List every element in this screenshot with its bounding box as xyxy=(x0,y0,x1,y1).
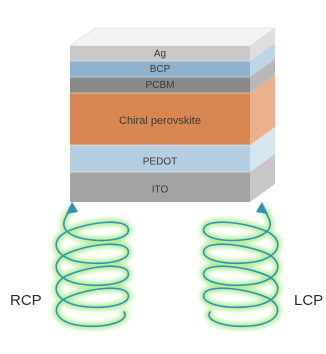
layer-perovskite-front xyxy=(70,93,250,145)
rcp-arrow-icon xyxy=(66,202,78,214)
stack-top-face xyxy=(69,27,276,47)
layer-ito-side xyxy=(250,154,275,202)
rcp-helix-line xyxy=(55,207,130,328)
layer-ag-side xyxy=(250,28,275,61)
layer-pcbm: PCBM xyxy=(70,59,275,93)
rcp-helix xyxy=(52,202,132,330)
layer-bcp: BCP xyxy=(70,43,275,77)
rcp-label: RCP xyxy=(10,292,42,309)
lcp-helix xyxy=(200,202,282,330)
layer-pcbm-side xyxy=(250,59,275,93)
layer-separators xyxy=(70,60,250,173)
layer-bcp-label: BCP xyxy=(150,64,171,75)
layer-bcp-front xyxy=(70,61,250,77)
layer-perovskite-side xyxy=(250,75,275,145)
layer-chiral-perovskite: Chiral perovskite xyxy=(70,75,275,145)
lcp-arrow-icon xyxy=(256,202,268,214)
layer-pcbm-label: PCBM xyxy=(146,80,175,91)
layer-pcbm-front xyxy=(70,77,250,93)
layer-ito-label: ITO xyxy=(152,185,169,196)
layer-bcp-side xyxy=(250,43,275,77)
layer-pedot-front xyxy=(70,145,250,172)
lcp-label: LCP xyxy=(294,292,323,309)
lcp-helix-line xyxy=(202,207,279,328)
layer-ag: Ag xyxy=(70,28,275,61)
layer-pedot-label: PEDOT xyxy=(143,157,177,168)
layer-ag-front xyxy=(70,46,250,61)
layer-ito-front xyxy=(70,172,250,202)
layer-pedot: PEDOT xyxy=(70,127,275,172)
layer-pedot-side xyxy=(250,127,275,172)
layer-ag-label: Ag xyxy=(154,49,166,60)
layer-perovskite-label: Chiral perovskite xyxy=(119,115,201,127)
layer-ito: ITO xyxy=(70,154,275,202)
